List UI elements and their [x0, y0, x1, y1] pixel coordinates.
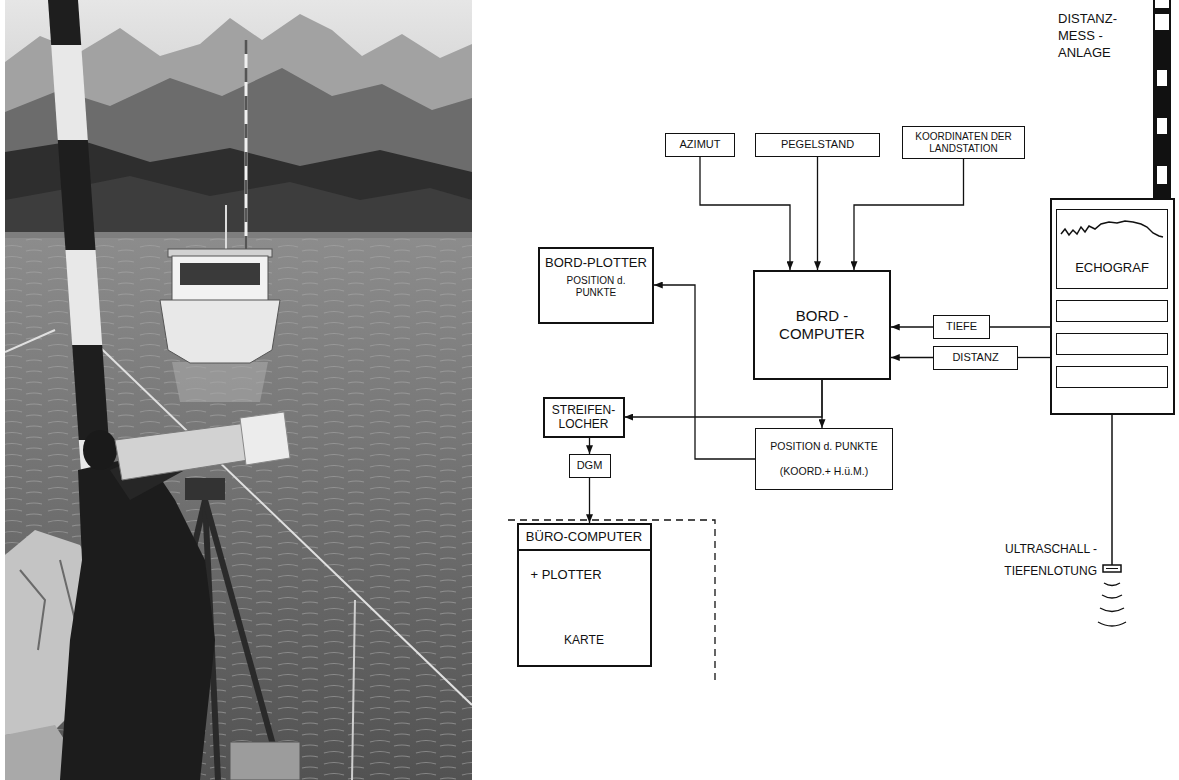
boat-cabin [172, 256, 268, 302]
rangefinder [240, 412, 290, 465]
plotter-box: BORD-PLOTTER POSITION d. PUNKTE [538, 247, 654, 324]
connector-arrow [891, 357, 933, 358]
connector-arrow [625, 380, 823, 417]
boat-window [180, 263, 260, 285]
box-label: DGM [577, 459, 603, 472]
punch-box: STREIFEN- LOCHER [543, 397, 625, 438]
output-box: POSITION d. PUNKTE (KOORD.+ H.ü.M.) [755, 428, 893, 490]
device-box: DISTANZ- MESS - ANLAGEECHOGRAF [1050, 198, 1175, 415]
signal-box: TIEFE [933, 315, 990, 339]
antenna-window [1157, 118, 1167, 134]
connector-arrow [1018, 357, 1050, 358]
connector-arrow [891, 326, 933, 327]
range-pole [51, 45, 88, 140]
panel-slot [1056, 366, 1168, 388]
computer-box: BÜRO-COMPUTER + PLOTTER KARTE [517, 523, 652, 667]
connector-arrow [854, 159, 964, 270]
box-label: BORD - COMPUTER [775, 307, 870, 343]
box-label: ECHOGRAF [1075, 260, 1149, 276]
equipment-case [230, 742, 300, 780]
range-pole [66, 250, 103, 345]
transducer-symbol [1103, 565, 1121, 572]
input-box: AZIMUT [665, 133, 735, 157]
data-box: DGM [569, 454, 611, 478]
sound-waves [1098, 583, 1126, 626]
tripod [185, 478, 225, 500]
input-box: PEGELSTAND [755, 133, 880, 157]
antenna-window [1157, 166, 1167, 184]
box-text: POSITION d. PUNKTE [560, 275, 632, 299]
antenna-mast [1153, 0, 1155, 30]
box-label: PEGELSTAND [781, 138, 854, 151]
stake [352, 600, 355, 780]
connector-arrow [589, 438, 590, 455]
surveyor [60, 455, 215, 780]
range-pole [48, 0, 81, 45]
signal-box: DISTANZ [933, 346, 1018, 370]
panel-slot [1056, 300, 1168, 322]
boat-hull [160, 300, 280, 363]
panel-slot [1056, 333, 1168, 355]
box-label: DISTANZ- MESS - ANLAGE [1058, 10, 1132, 61]
surveyor [83, 430, 117, 470]
box-label: BORD-PLOTTER [545, 255, 647, 271]
box-label: BÜRO-COMPUTER [526, 529, 642, 545]
box-label: TIEFE [946, 320, 977, 333]
screen-panel: ECHOGRAF [1056, 209, 1168, 289]
antenna-window [1157, 70, 1167, 86]
box-label: POSITION d. PUNKTE [770, 440, 877, 453]
antenna-mast [1153, 8, 1171, 14]
part-label: ULTRASCHALL - TIEFENLOTUNG [985, 538, 1097, 582]
connector-arrow [654, 285, 755, 459]
lake-ripples [5, 238, 472, 780]
box-label: KOORDINATEN DER LANDSTATION [907, 131, 1020, 154]
guy-wire [5, 330, 55, 352]
connector-arrow [817, 157, 818, 270]
echogram-trace-area [1057, 210, 1166, 255]
range-pole [58, 140, 96, 250]
boat-antenna [225, 205, 227, 252]
rock-crevice [20, 560, 75, 650]
box-text: KARTE [564, 633, 604, 647]
input-box: KOORDINATEN DER LANDSTATION [902, 126, 1025, 159]
antenna-mast [1169, 0, 1171, 30]
echogram-trace [1061, 221, 1163, 237]
range-pole [72, 345, 109, 440]
box-text: (KOORD.+ H.ü.M.) [780, 465, 868, 478]
lake [5, 238, 472, 780]
boat-mast [245, 40, 248, 252]
connector-arrow [589, 478, 590, 523]
divider-line [519, 549, 650, 551]
connector-arrow [990, 326, 1050, 327]
boat-reflection [172, 362, 268, 402]
computer-box: BORD - COMPUTER [753, 270, 891, 380]
tripod [205, 500, 280, 770]
photo [5, 0, 472, 780]
boat-mast [245, 40, 248, 252]
antenna-mast [1153, 30, 1171, 198]
box-label: AZIMUT [680, 138, 721, 151]
transducer-symbol [1106, 568, 1118, 569]
boundary-dashed [508, 520, 715, 680]
box-label: STREIFEN- LOCHER [552, 403, 615, 432]
box-text: + PLOTTER [531, 567, 602, 583]
transducer-cable [1111, 415, 1113, 565]
box-label: DISTANZ [952, 351, 998, 364]
connector-arrow [700, 157, 790, 270]
